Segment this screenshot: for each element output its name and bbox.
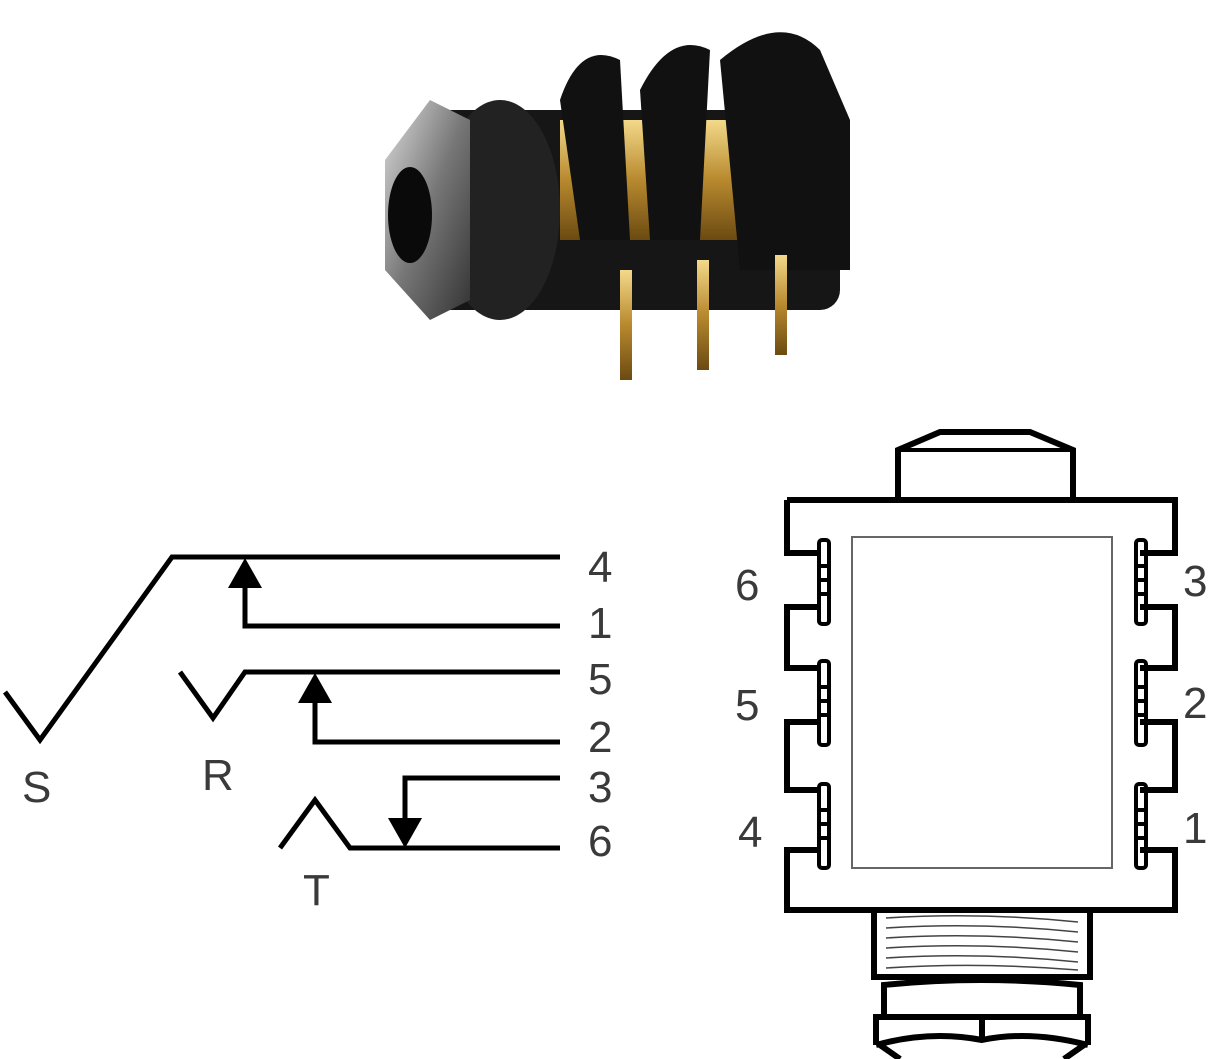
schematic bbox=[2, 554, 560, 851]
tip-contact bbox=[277, 795, 560, 851]
pin-label: 1 bbox=[588, 599, 612, 648]
sleeve-switch bbox=[242, 578, 560, 629]
ring-contact bbox=[177, 669, 560, 723]
pin-label: 4 bbox=[588, 543, 612, 592]
pin-label: 6 bbox=[588, 817, 612, 866]
pin-label: 3 bbox=[588, 763, 612, 812]
pin-label: 5 bbox=[588, 655, 612, 704]
outline-pin-label: 4 bbox=[738, 808, 762, 857]
outline-pin-label: 5 bbox=[735, 681, 759, 730]
outline-pin-label: 3 bbox=[1183, 557, 1207, 606]
outline-pin-label: 1 bbox=[1183, 804, 1207, 853]
sleeve-label: S bbox=[22, 763, 51, 812]
sleeve-contact bbox=[2, 554, 560, 745]
jack-photo bbox=[385, 32, 850, 380]
outline-pin-label: 2 bbox=[1183, 679, 1207, 728]
tip-switch bbox=[402, 775, 560, 826]
pin-label: 2 bbox=[588, 713, 612, 762]
tip-label: T bbox=[303, 866, 330, 915]
outline-pin-label: 6 bbox=[735, 561, 759, 610]
jack-outline bbox=[784, 429, 1178, 1059]
ring-label: R bbox=[202, 751, 234, 800]
ring-switch bbox=[312, 694, 560, 745]
